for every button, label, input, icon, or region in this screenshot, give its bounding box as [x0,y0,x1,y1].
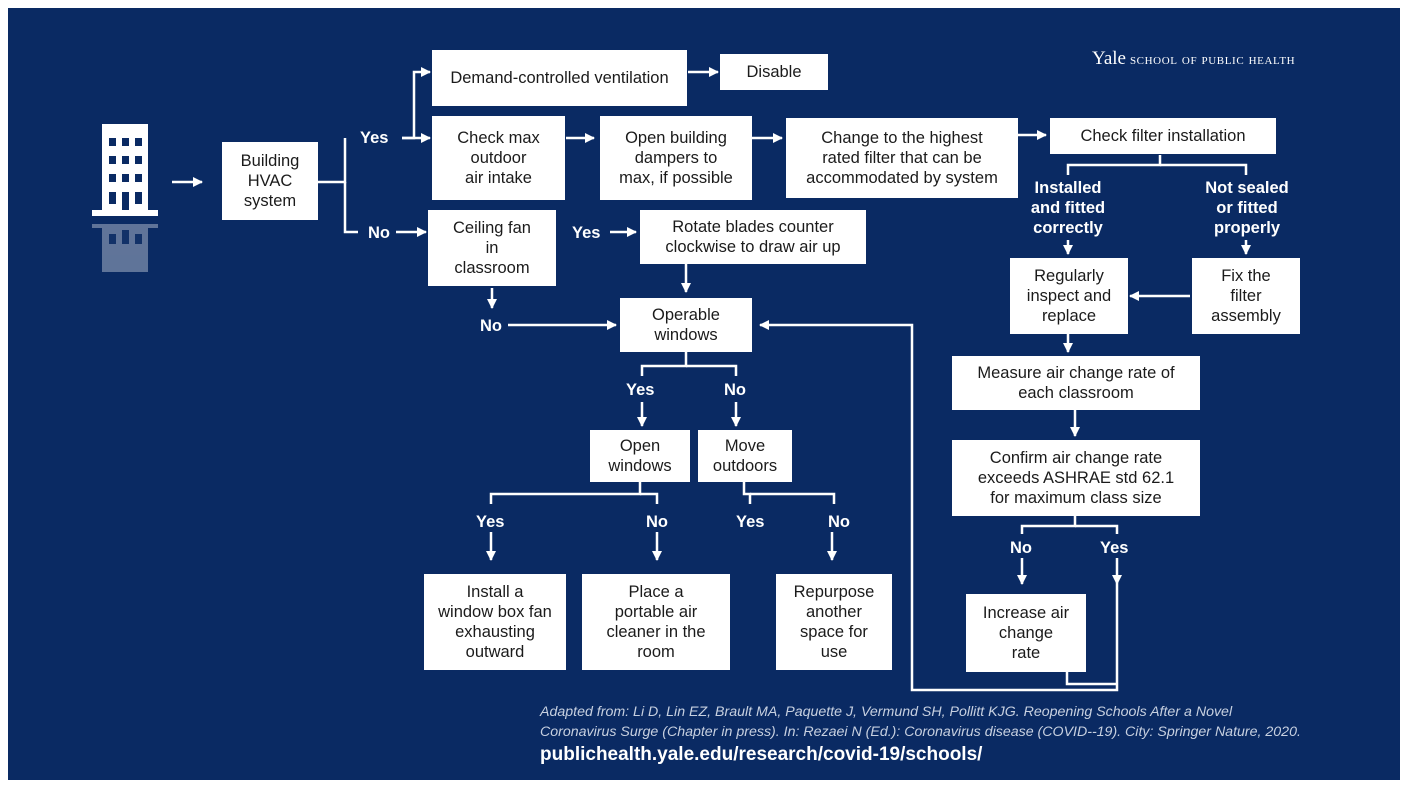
box-measure-air-change: Measure air change rate of each classroo… [952,356,1200,410]
box-move-outdoors: Move outdoors [698,430,792,482]
connector-hvac-no [343,182,358,234]
box-portable-air-cleaner: Place a portable air cleaner in the room [582,574,730,670]
logo-yale: Yale [1092,48,1126,69]
connector-open-no [640,492,659,504]
box-fix-filter-assembly: Fix the filter assembly [1192,258,1300,334]
source-url[interactable]: publichealth.yale.edu/research/covid-19/… [540,744,983,765]
loop-back-to-windows [759,320,1119,692]
label-confirm-no: No [1010,539,1032,557]
label-hvac-yes: Yes [360,129,389,147]
box-ceiling-fan: Ceiling fan in classroom [428,210,556,286]
box-repurpose-space: Repurpose another space for use [776,574,892,670]
logo-school: school of public health [1129,52,1296,68]
box-window-box-fan: Install a window box fan exhausting outw… [424,574,566,670]
box-confirm-air-change: Confirm air change rate exceeds ASHRAE s… [952,440,1200,516]
box-inspect-and-replace: Regularly inspect and replace [1010,258,1128,334]
box-increase-air-change: Increase air change rate [966,594,1086,672]
citation: Adapted from: Li D, Lin EZ, Brault MA, P… [540,704,1301,740]
box-operable-windows: Operable windows [620,298,752,352]
label-not-sealed: Not sealed or fitted properly [1205,179,1289,237]
box-rotate-blades: Rotate blades counter clockwise to draw … [640,210,866,264]
connector-windows-branch [640,352,688,376]
label-open-yes: Yes [476,513,505,531]
label-fan-no: No [480,317,502,335]
connector-confirm-yes [1075,524,1119,534]
connector-check-branch [1066,155,1162,175]
arrow-to-dcv [402,67,431,140]
box-check-filter-installation: Check filter installation [1050,118,1276,154]
connector-outdoors-no [750,492,836,504]
label-fan-yes: Yes [572,224,601,242]
label-confirm-yes: Yes [1100,539,1129,557]
label-windows-yes: Yes [626,381,655,399]
connector-windows-no [686,364,738,376]
connector-outdoors-branch [742,482,752,504]
box-open-dampers: Open building dampers to max, if possibl… [600,116,752,200]
connector-hvac-branch [318,138,347,184]
connector-confirm-branch [1020,516,1077,534]
box-change-filter: Change to the highest rated filter that … [786,118,1018,198]
connector-check-not-sealed [1160,163,1248,175]
label-outdoors-no: No [828,513,850,531]
box-disable: Disable [720,54,828,90]
yale-logo: Yale school of public health [1092,48,1295,70]
box-building-hvac: Building HVAC system [222,142,318,220]
building-icon [92,124,158,272]
label-outdoors-yes: Yes [736,513,765,531]
box-demand-controlled-ventilation: Demand-controlled ventilation [432,50,687,106]
label-installed-correctly: Installed and fitted correctly [1030,179,1106,237]
label-windows-no: No [724,381,746,399]
label-hvac-no: No [368,224,390,242]
label-open-no: No [646,513,668,531]
box-check-max-air-intake: Check max outdoor air intake [432,116,565,200]
connector-open-branch [489,482,642,504]
box-open-windows: Open windows [590,430,690,482]
